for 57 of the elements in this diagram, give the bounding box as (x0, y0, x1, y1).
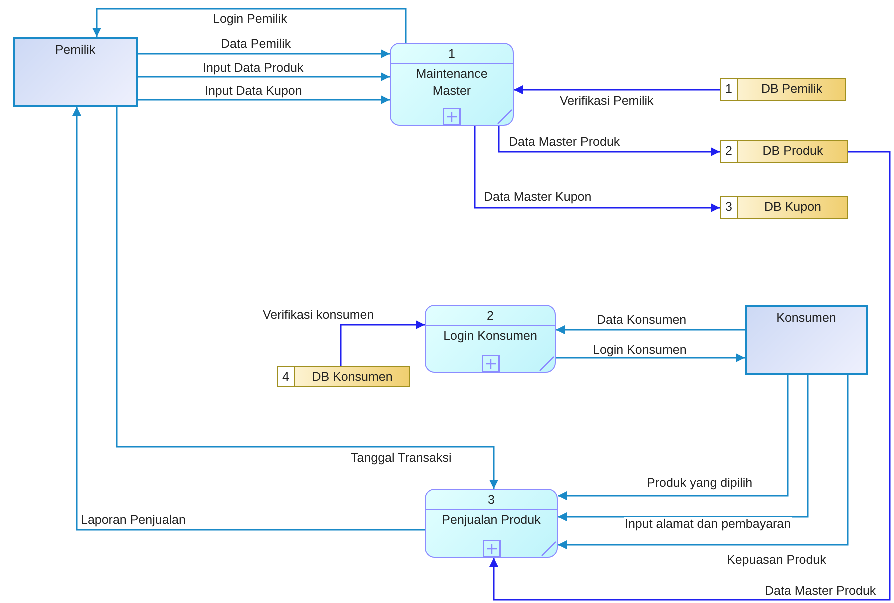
edge-label: Data Master Produk (764, 584, 878, 598)
edge-label: Data Konsumen (596, 313, 688, 327)
entity-name: Pemilik (54, 43, 97, 57)
store-number: 2 (721, 141, 738, 162)
process-number: 3 (426, 492, 557, 510)
arrow (498, 126, 720, 156)
edge-label: Tanggal Transaksi (350, 451, 453, 465)
edge-label: Login Pemilik (212, 12, 288, 26)
arrow (558, 375, 789, 500)
arrow (490, 151, 891, 601)
process-name: Penjualan Produk (441, 512, 542, 529)
process-name: Maintenance Master (415, 66, 489, 100)
external-entity-box (13, 37, 138, 107)
arrow (558, 375, 849, 550)
store-number: 3 (721, 197, 738, 218)
edge-label: Verifikasi konsumen (262, 308, 376, 322)
edge-label: Input Data Produk (202, 61, 305, 75)
process-name: Login Konsumen (442, 328, 538, 345)
entity-name: Konsumen (776, 311, 838, 325)
arrow (514, 86, 720, 94)
store-number: 1 (721, 79, 738, 100)
data-store-box (720, 78, 846, 101)
edge-label: Produk yang dipilih (646, 476, 754, 490)
store-name: DB Konsumen (311, 369, 394, 386)
data-store-box (720, 140, 848, 163)
arrow (340, 320, 425, 366)
edge-label: Data Pemilik (220, 37, 292, 51)
process-box (425, 489, 558, 558)
process-box (390, 43, 514, 126)
process-number: 2 (426, 308, 555, 326)
arrow (92, 8, 407, 43)
arrow (556, 326, 745, 334)
process-box (425, 305, 556, 373)
data-store-box (720, 196, 848, 219)
edge-label: Data Master Kupon (483, 190, 593, 204)
edge-label: Kepuasan Produk (726, 553, 828, 567)
arrow (556, 354, 745, 362)
data-store-box (277, 366, 410, 387)
arrow (72, 107, 425, 531)
edge-label: Input alamat dan pembayaran (624, 517, 792, 531)
store-name: DB Kupon (764, 199, 822, 216)
store-name: DB Produk (762, 143, 824, 160)
external-entity-box (745, 305, 868, 375)
arrow (138, 96, 390, 104)
process-number: 1 (391, 46, 513, 64)
edge-label: Laporan Penjualan (80, 513, 187, 527)
edge-label: Data Master Produk (508, 135, 622, 149)
arrow (558, 375, 809, 522)
store-name: DB Pemilik (760, 81, 824, 98)
arrow (474, 126, 720, 212)
arrow (138, 72, 390, 82)
edge-label: Verifikasi Pemilik (559, 94, 655, 108)
store-number: 4 (278, 367, 295, 386)
arrow (116, 107, 498, 489)
arrow (138, 50, 390, 58)
edge-label: Input Data Kupon (204, 84, 304, 98)
edge-label: Login Konsumen (592, 343, 688, 357)
